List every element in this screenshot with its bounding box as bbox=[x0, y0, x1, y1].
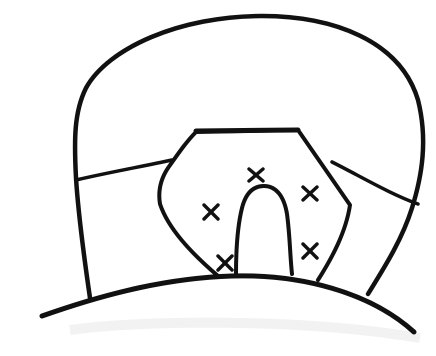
inner-opening-top-bar bbox=[196, 130, 298, 131]
